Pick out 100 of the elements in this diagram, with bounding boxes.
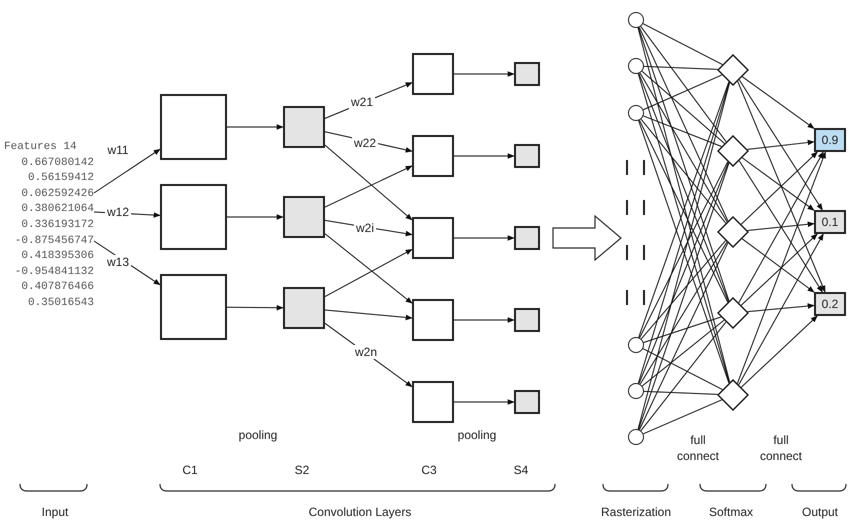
softmax-diamond (717, 297, 749, 329)
text-label: full connect (758, 432, 804, 464)
pooled-map-box (514, 390, 540, 414)
arrow (736, 151, 826, 384)
arrow (454, 399, 515, 405)
text-label: S2 (294, 462, 310, 478)
softmax-diamond (717, 135, 749, 167)
arrow (454, 71, 515, 77)
arrow (94, 148, 161, 194)
connection-line (639, 161, 728, 338)
edge-label: w22 (352, 136, 378, 150)
softmax-diamond (717, 216, 749, 248)
edge-label: w2n (353, 345, 379, 359)
pooled-map-box (283, 287, 325, 329)
feature-value: 0.35016543 (28, 296, 94, 311)
connection-line (638, 162, 730, 430)
connection-line (640, 118, 726, 224)
feature-value: 0.667080142 (21, 156, 94, 171)
feature-map-box (412, 381, 454, 423)
arrow (742, 76, 815, 129)
arrow (324, 233, 413, 304)
feature-map-box (160, 94, 227, 160)
text-label: pooling (238, 427, 278, 443)
arrow (747, 222, 815, 231)
softmax-diamond (717, 54, 749, 86)
arrow (226, 214, 284, 220)
connection-line (644, 390, 718, 395)
feature-map-box (412, 135, 454, 177)
connection-line (638, 26, 728, 222)
connection-line (644, 66, 718, 70)
connection-line (638, 81, 730, 338)
arrow (738, 79, 823, 211)
feature-value: 0.336193172 (21, 218, 94, 233)
softmax-diamond (717, 379, 749, 411)
connection-line (642, 70, 725, 144)
connection-line (638, 242, 728, 430)
connection-line (638, 162, 729, 384)
arrow (226, 304, 284, 311)
edge-label: w13 (105, 255, 131, 269)
text-label: Output (800, 504, 840, 520)
feature-value: 0.062592426 (21, 186, 94, 202)
connection-line (642, 320, 725, 386)
arrow (324, 220, 413, 236)
connection-line (638, 27, 730, 302)
feature-value: 0.418395306 (21, 249, 94, 264)
arrow (454, 317, 515, 323)
arrow (454, 153, 515, 159)
connection-line (640, 241, 728, 385)
arrow (740, 316, 818, 388)
text-label: full connect (676, 432, 720, 464)
pooled-map-box (514, 62, 540, 86)
arrow (324, 309, 413, 320)
connection-line (640, 26, 727, 142)
feature-map-box (412, 217, 454, 259)
connection-line (640, 240, 726, 340)
text-label: C1 (181, 462, 199, 478)
feature-value: -0.954841132 (14, 264, 94, 280)
arrow (740, 234, 818, 306)
output-box: 0.1 (814, 210, 846, 234)
arrow (738, 233, 824, 386)
list-heading: Features 14 (4, 140, 77, 155)
output-box: 0.2 (814, 292, 846, 316)
edge-label: w2i (354, 221, 376, 235)
pooled-map-box (283, 196, 325, 238)
text-label: S4 (512, 462, 530, 478)
arrow (226, 124, 284, 130)
text-label: C3 (420, 462, 438, 478)
feature-value: 0.380621064 (21, 202, 94, 218)
pooled-map-box (514, 144, 540, 168)
feature-map-box (160, 184, 227, 250)
connection-line (638, 72, 729, 302)
arrow (324, 165, 413, 208)
arrow (324, 144, 413, 220)
connection-line (640, 72, 728, 222)
connection-line (640, 321, 726, 432)
feature-map-box (412, 53, 454, 95)
arrow (742, 238, 815, 293)
arrow (737, 80, 826, 293)
text-label: Convolution Layers (308, 504, 412, 520)
text-label: pooling (456, 427, 498, 443)
feature-map-box (412, 299, 454, 341)
connection-line (642, 399, 722, 434)
pooled-map-box (514, 308, 540, 332)
output-box: 0.9 (814, 128, 846, 152)
arrow (324, 248, 413, 298)
text-label: Softmax (708, 504, 754, 520)
arrow (746, 140, 815, 150)
arrow (742, 157, 815, 211)
feature-value: -0.875456747 (14, 234, 94, 249)
feature-map-box (160, 274, 227, 340)
connection-line (642, 23, 723, 66)
text-label: Rasterization (600, 504, 672, 520)
arrow (740, 152, 818, 225)
connection-line (643, 316, 722, 343)
pooled-map-box (283, 106, 325, 148)
edge-label: w21 (349, 95, 375, 109)
pooled-map-box (514, 226, 540, 250)
connection-line (639, 120, 728, 303)
feature-value: 0.407876466 (21, 280, 94, 296)
connection-line (642, 348, 723, 390)
